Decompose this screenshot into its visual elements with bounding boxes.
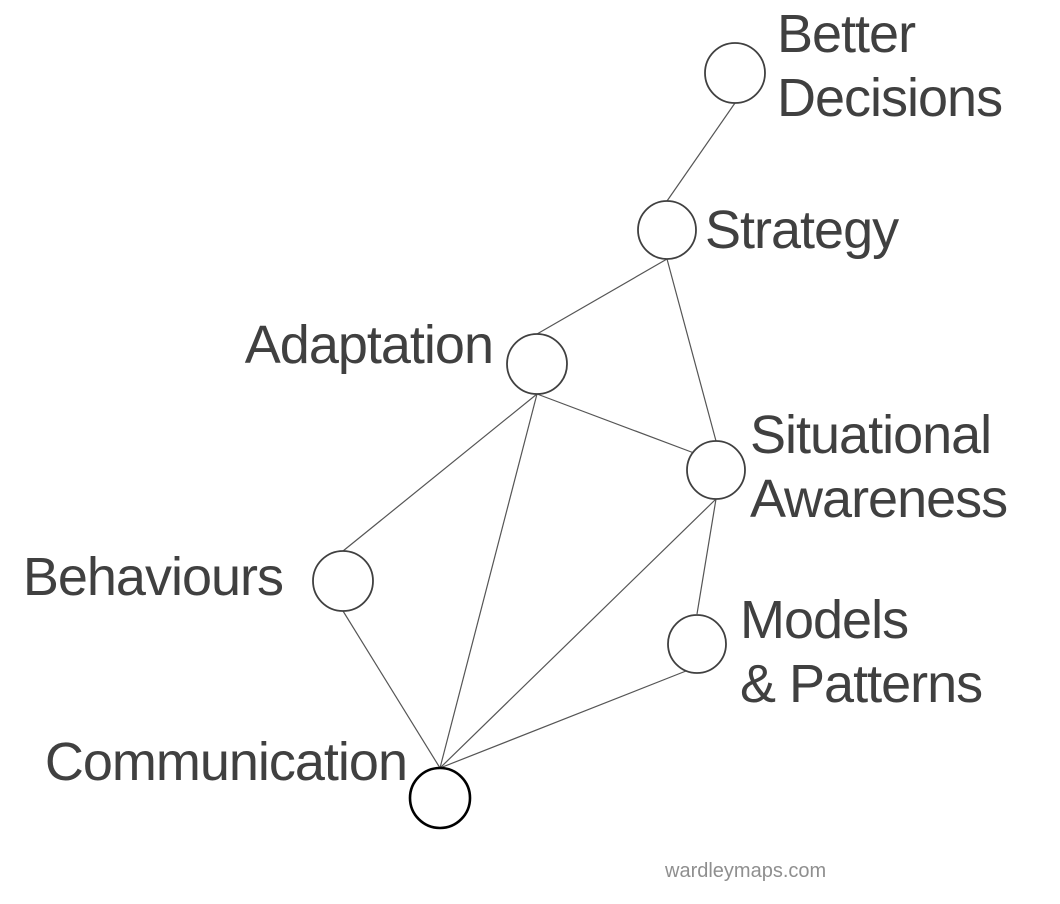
edge-adaptation-situational-awareness: [536, 393, 695, 454]
edge-adaptation-communication: [439, 393, 538, 769]
node-label-behaviours: Behaviours: [22, 547, 284, 607]
watermark: wardleymaps.com: [665, 860, 827, 882]
edge-situational-awareness-models-patterns: [696, 498, 717, 615]
edge-situational-awareness-communication: [439, 498, 717, 769]
node-circle-communication: [408, 766, 472, 830]
edge-strategy-adaptation: [536, 258, 668, 335]
node-circle-situational-awareness: [686, 440, 746, 500]
edge-models-patterns-communication: [439, 670, 687, 769]
node-label-models-patterns: Models& Patterns: [740, 590, 983, 714]
edge-strategy-situational-awareness: [666, 258, 717, 442]
node-label-strategy: Strategy: [705, 200, 899, 260]
edge-better-decisions-strategy: [666, 102, 736, 202]
edge-behaviours-communication: [342, 610, 441, 769]
node-circle-strategy: [637, 200, 697, 260]
node-circle-behaviours: [312, 550, 374, 612]
node-circle-better-decisions: [704, 42, 766, 104]
node-circle-models-patterns: [667, 614, 727, 674]
node-label-adaptation: Adaptation: [244, 315, 494, 375]
node-circle-adaptation: [506, 333, 568, 395]
node-label-communication: Communication: [44, 732, 408, 792]
edge-adaptation-behaviours: [342, 393, 538, 552]
